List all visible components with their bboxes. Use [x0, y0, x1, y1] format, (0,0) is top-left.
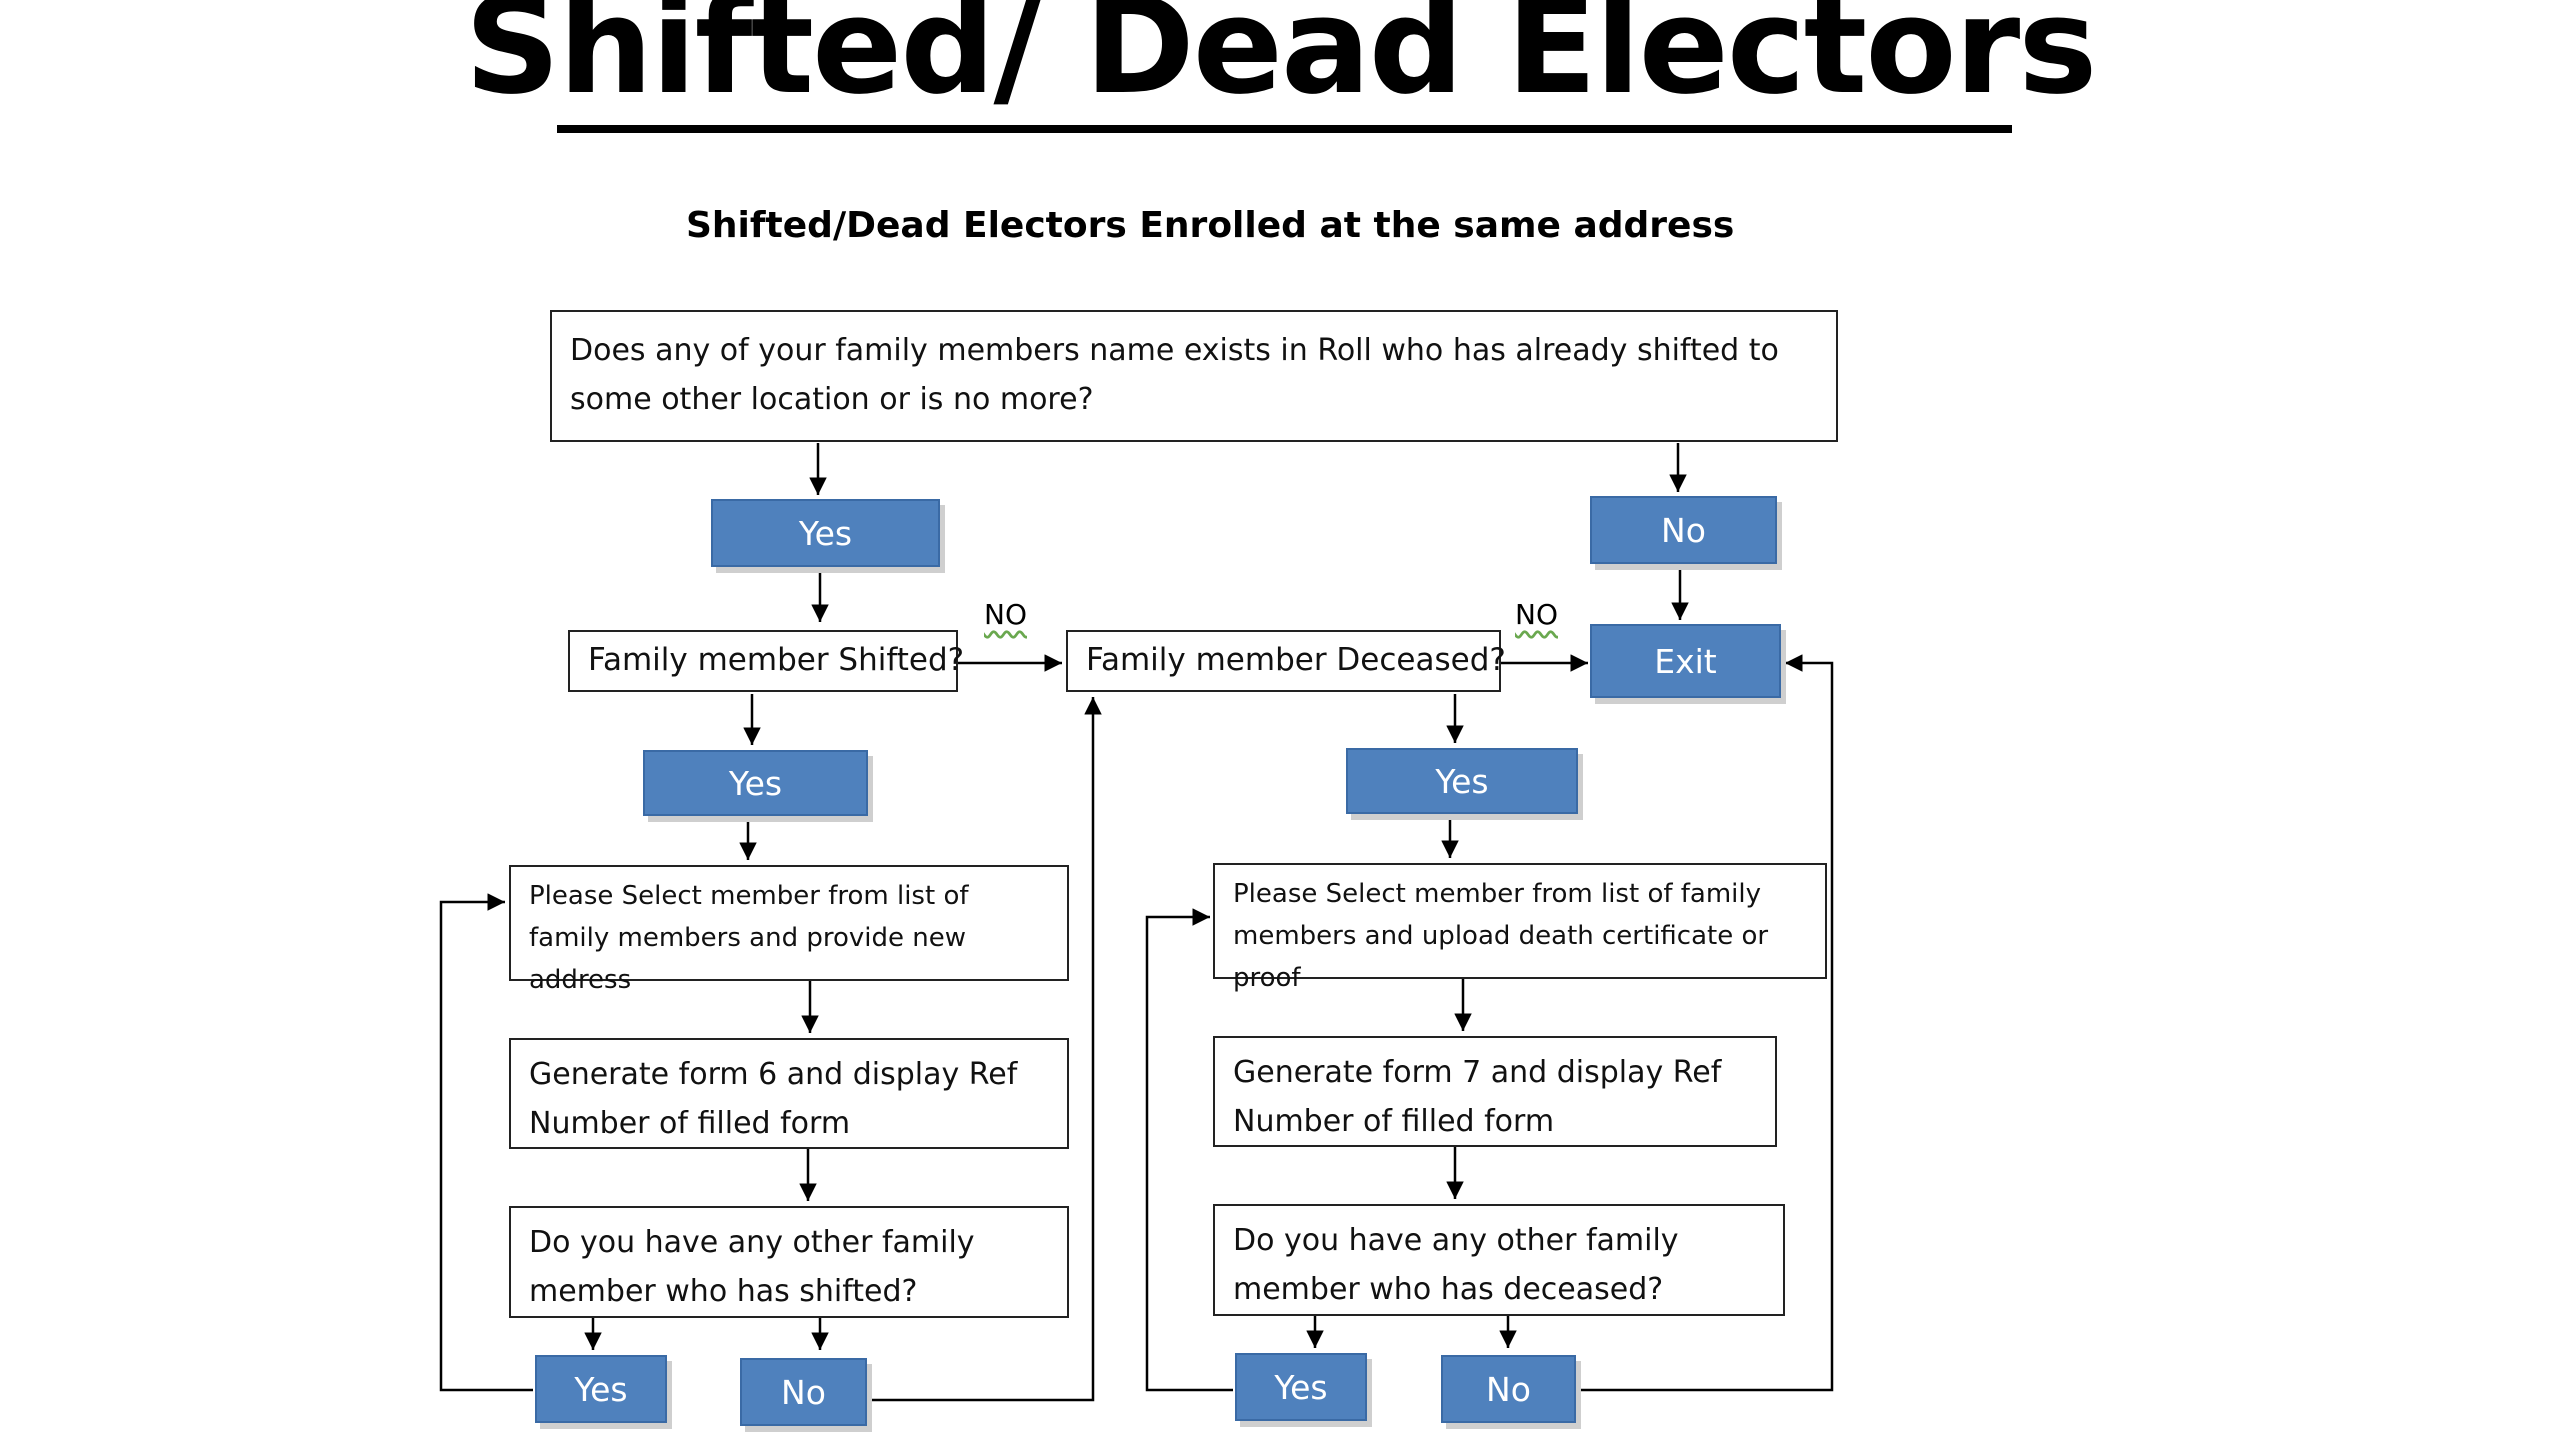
other-shifted-text: Do you have any other family member who …: [529, 1225, 975, 1309]
no-label-shifted: NO: [984, 598, 1027, 631]
other-deceased-box: Do you have any other family member who …: [1213, 1204, 1785, 1316]
form6-box: Generate form 6 and display Ref Number o…: [509, 1038, 1069, 1149]
select-shifted-text: Please Select member from list of family…: [529, 881, 969, 995]
deceased-question-box: Family member Deceased?: [1066, 630, 1506, 692]
slide-title: Shifted/ Dead Electors: [464, 0, 2098, 124]
yes-other-deceased-button[interactable]: Yes: [1235, 1353, 1367, 1421]
start-question-box: Does any of your family members name exi…: [550, 310, 1838, 442]
start-question-text: Does any of your family members name exi…: [570, 333, 1779, 417]
deceased-question-text: Family member Deceased?: [1086, 642, 1506, 678]
loop-yes-to-select-deceased: [1145, 908, 1233, 1392]
exit-button[interactable]: Exit: [1590, 624, 1781, 698]
form7-box: Generate form 7 and display Ref Number o…: [1213, 1036, 1777, 1147]
slide-subtitle: Shifted/Dead Electors Enrolled at the sa…: [686, 205, 1735, 246]
loop-no-to-deceased: [865, 697, 1102, 1402]
yes-shifted-button[interactable]: Yes: [643, 750, 868, 816]
loop-no-to-exit: [1575, 654, 1834, 1392]
shifted-question-text: Family member Shifted?: [588, 642, 965, 678]
other-deceased-text: Do you have any other family member who …: [1233, 1223, 1679, 1307]
yes-other-shifted-button[interactable]: Yes: [535, 1355, 667, 1423]
no-label-deceased: NO: [1515, 598, 1558, 631]
title-underline: [557, 125, 2012, 133]
select-deceased-box: Please Select member from list of family…: [1213, 863, 1827, 993]
no-top-button[interactable]: No: [1590, 496, 1777, 564]
yes-deceased-button[interactable]: Yes: [1346, 748, 1578, 814]
form6-text: Generate form 6 and display Ref Number o…: [529, 1057, 1018, 1141]
no-other-deceased-button[interactable]: No: [1441, 1355, 1576, 1423]
no-other-shifted-button[interactable]: No: [740, 1358, 867, 1426]
shifted-question-box: Family member Shifted?: [568, 630, 965, 692]
form7-text: Generate form 7 and display Ref Number o…: [1233, 1055, 1722, 1139]
yes-top-button[interactable]: Yes: [711, 499, 940, 567]
other-shifted-box: Do you have any other family member who …: [509, 1206, 1069, 1318]
loop-yes-to-select-shifted: [439, 893, 533, 1392]
select-shifted-box: Please Select member from list of family…: [509, 865, 1069, 995]
select-deceased-text: Please Select member from list of family…: [1233, 879, 1769, 993]
